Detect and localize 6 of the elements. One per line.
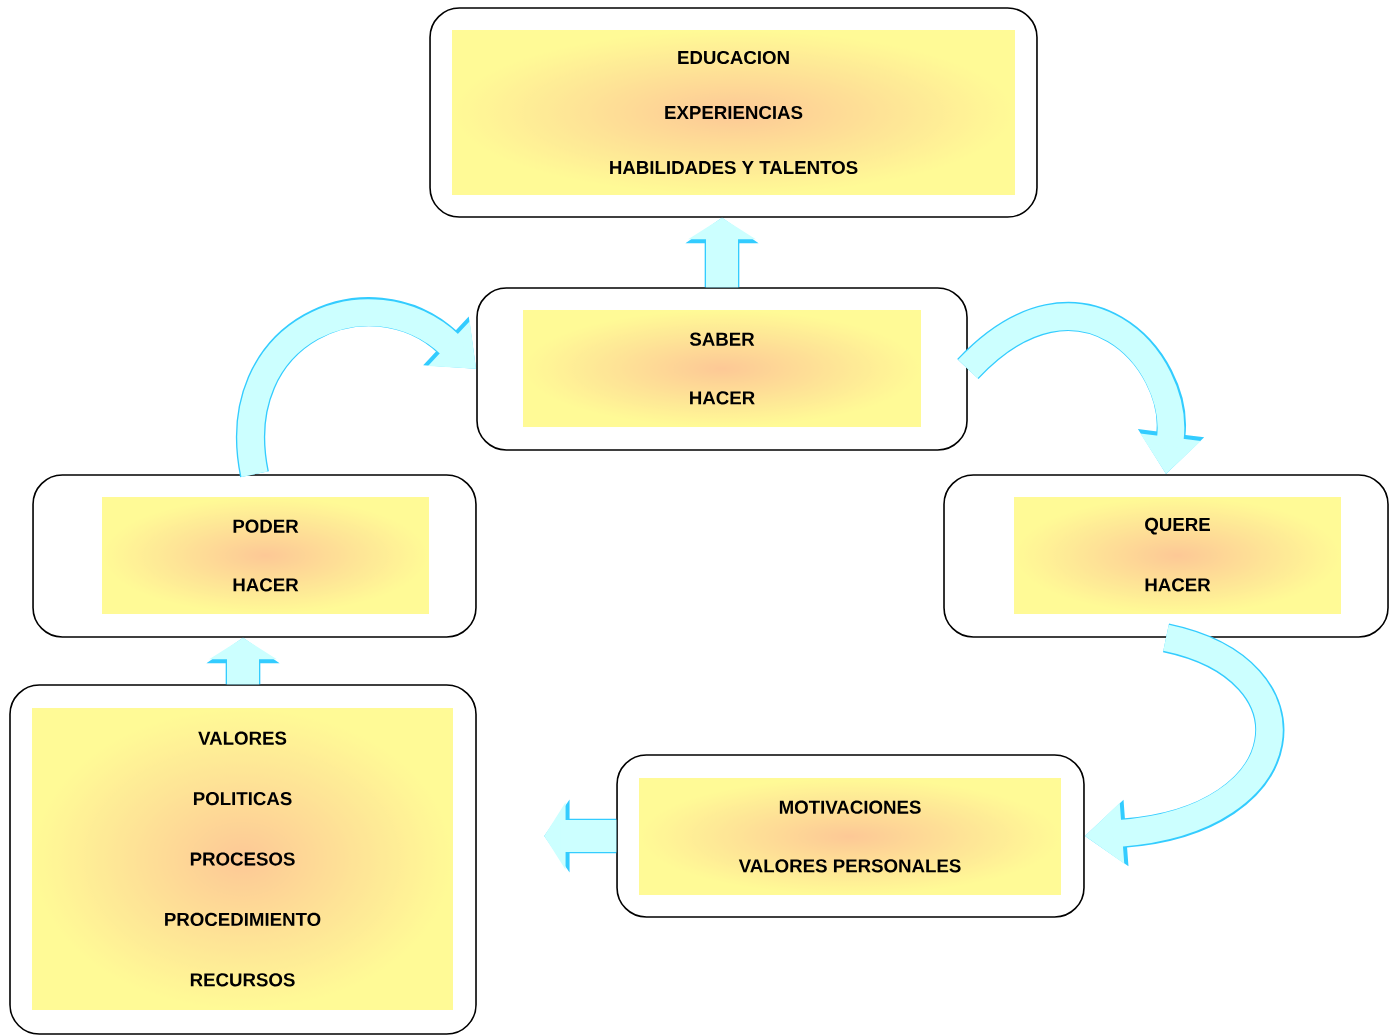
process-box: PODER HACER — [32, 474, 477, 638]
process-box: MOTIVACIONES VALORES PERSONALES — [616, 754, 1085, 918]
process-box: EDUCACION EXPERIENCIAS HABILIDADES Y TALENTOS — [429, 7, 1038, 218]
process-box: VALORES POLITICAS PROCESOS PROCEDIMIENTO RECURSOS — [9, 684, 477, 1035]
process-box: SABER HACER — [476, 287, 968, 451]
process-box: QUERE HACER — [943, 474, 1389, 638]
